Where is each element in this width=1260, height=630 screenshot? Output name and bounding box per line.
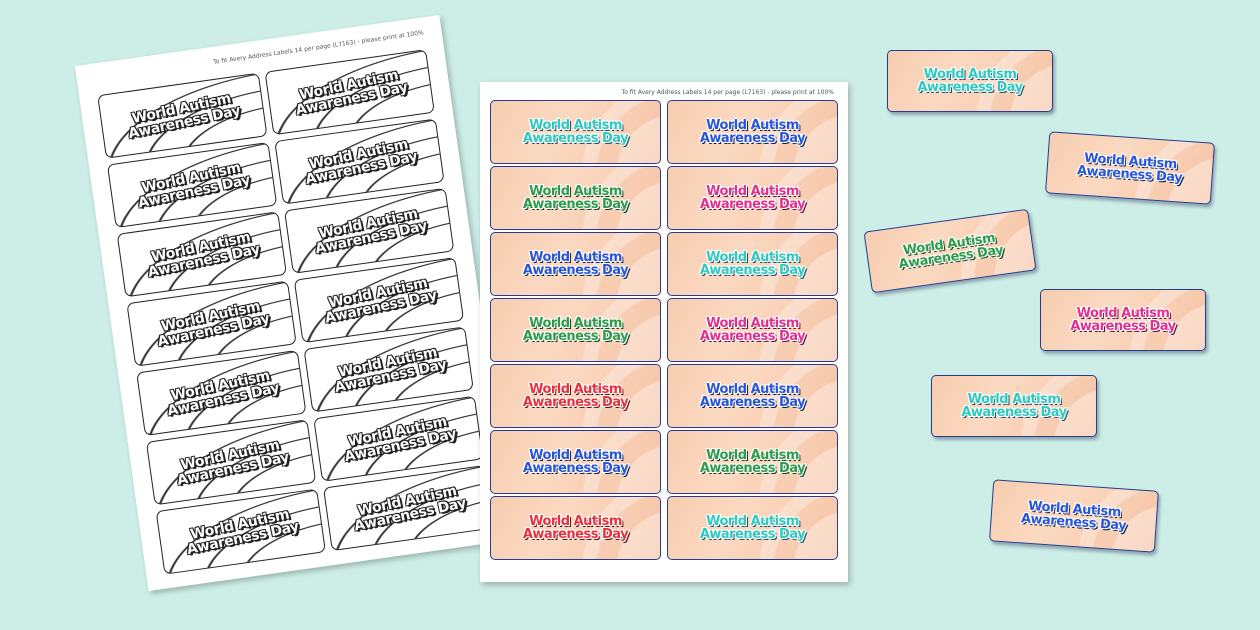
label-line-2: Awareness Day [522, 197, 629, 212]
label-line-1: World Autism [706, 448, 799, 463]
label-line-2: Awareness Day [699, 527, 806, 542]
label-line-2: Awareness Day [522, 395, 629, 410]
sheet-print-note: To fit Avery Address Labels 14 per page … [621, 89, 834, 96]
color-label-sheet: To fit Avery Address Labels 14 per page … [480, 82, 848, 582]
label-line-2: Awareness Day [522, 263, 629, 278]
label-line-1: World Autism [1076, 306, 1170, 321]
label-line-1: World Autism [529, 316, 622, 331]
label-line-2: Awareness Day [699, 263, 806, 278]
label-line-2: Awareness Day [699, 395, 806, 410]
label-line-1: World Autism [706, 184, 799, 199]
label-line-1: World Autism [706, 382, 799, 397]
label-line-2: Awareness Day [699, 461, 806, 476]
label-line-1: World Autism [923, 67, 1017, 82]
label-line-1: World Autism [706, 316, 799, 331]
label-line-2: Awareness Day [522, 527, 629, 542]
label-line-1: World Autism [529, 118, 622, 133]
label-line-2: Awareness Day [961, 405, 1067, 420]
label-line-2: Awareness Day [699, 329, 806, 344]
label-line-2: Awareness Day [699, 131, 806, 146]
label-line-1: World Autism [706, 250, 799, 265]
label-line-2: Awareness Day [699, 197, 806, 212]
label-line-1: World Autism [529, 184, 622, 199]
label-line-1: World Autism [529, 448, 622, 463]
label-line-2: Awareness Day [917, 80, 1023, 95]
label-line-1: World Autism [529, 514, 622, 529]
bw-label-sheet: To fit Avery Address Labels 14 per page … [74, 14, 514, 592]
label-line-1: World Autism [706, 514, 799, 529]
label-line-1: World Autism [529, 250, 622, 265]
label-line-1: World Autism [529, 382, 622, 397]
label-line-2: Awareness Day [522, 461, 629, 476]
label-line-2: Awareness Day [522, 131, 629, 146]
label-line-2: Awareness Day [1070, 319, 1176, 334]
label-line-2: Awareness Day [522, 329, 629, 344]
label-line-1: World Autism [967, 392, 1061, 407]
label-line-1: World Autism [706, 118, 799, 133]
